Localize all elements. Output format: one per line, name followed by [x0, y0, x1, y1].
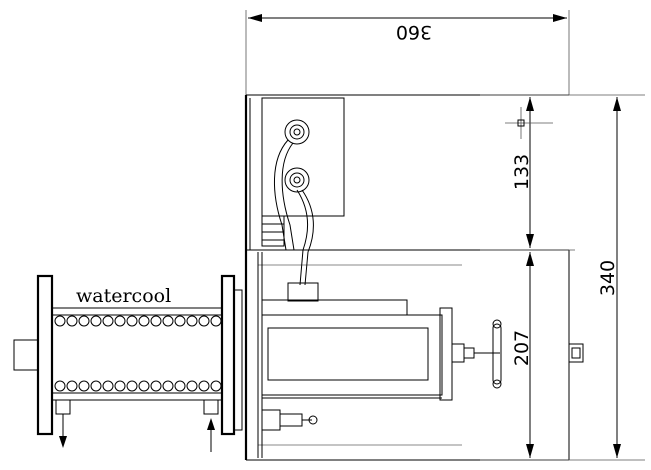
coil-turn — [90, 380, 102, 392]
terminal-box — [261, 97, 345, 286]
coil-turn — [138, 380, 150, 392]
coil-turn — [54, 380, 66, 392]
coil-turn — [174, 380, 186, 392]
coil-turn — [102, 380, 114, 392]
coil-turn — [54, 315, 66, 327]
coil-turn — [174, 315, 186, 327]
coil-turn — [114, 380, 126, 392]
coil-turn — [210, 380, 222, 392]
coil-turn — [114, 315, 126, 327]
dim-340-text: 340 — [597, 260, 619, 296]
watercool-label: watercool — [76, 285, 171, 307]
coil-turn — [162, 380, 174, 392]
coil-turn — [90, 315, 102, 327]
dim-top-text: 360 — [396, 21, 432, 43]
main-body — [244, 94, 570, 461]
coil-turn — [66, 380, 78, 392]
watercool-assembly: watercool — [13, 274, 243, 452]
dim-133-text: 133 — [511, 154, 533, 190]
coil-row-top — [54, 315, 222, 327]
coil-turn — [186, 315, 198, 327]
coil-turn — [78, 315, 90, 327]
coil-turn — [162, 315, 174, 327]
coil-turn — [198, 315, 210, 327]
coil-turn — [150, 380, 162, 392]
coil-turn — [186, 380, 198, 392]
coil-row-bottom — [54, 380, 222, 392]
coil-turn — [210, 315, 222, 327]
motor — [261, 282, 502, 401]
side-connector — [568, 343, 584, 363]
coil-turn — [102, 315, 114, 327]
coil-turn — [126, 380, 138, 392]
coil-turn — [126, 315, 138, 327]
coil-turn — [150, 315, 162, 327]
right-dimensions: 133 207 340 — [480, 94, 645, 461]
dim-207-text: 207 — [511, 330, 533, 366]
top-dimension: 360 — [245, 10, 570, 95]
lower-fitting — [261, 409, 318, 431]
coil-turn — [66, 315, 78, 327]
coil-turn — [198, 380, 210, 392]
coil-turn — [138, 315, 150, 327]
coil-turn — [78, 380, 90, 392]
